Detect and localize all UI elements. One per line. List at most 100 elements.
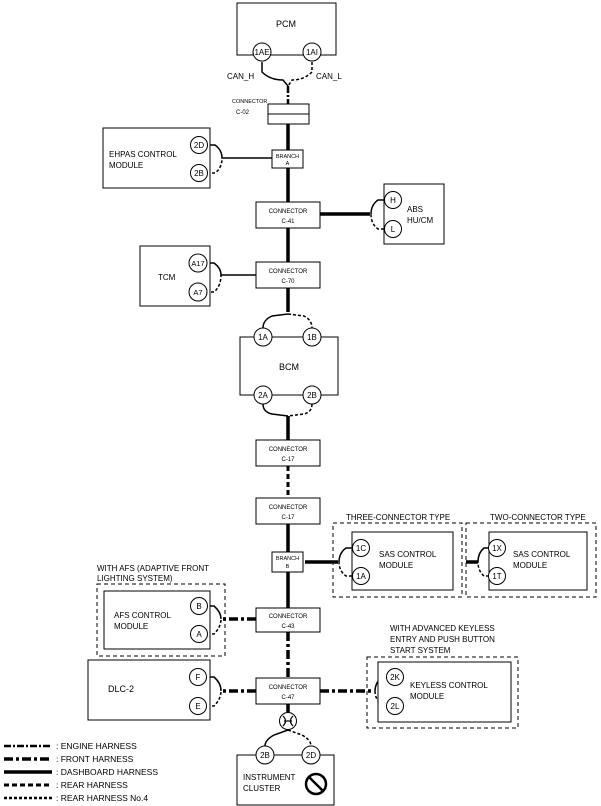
dlc-pin-e: [189, 697, 207, 715]
cluster-line1: INSTRUMENT: [243, 773, 296, 782]
sas2-wire-1x: [477, 547, 489, 563]
dlc-wire-e: [207, 690, 222, 707]
dlc-pin-f: [189, 668, 207, 686]
afs-pin-a: [190, 625, 208, 643]
bcm-pin-1a-label: 1A: [258, 333, 268, 342]
branch-a-line1: BRANCH: [276, 154, 299, 160]
bcm-wire-2a: [262, 403, 289, 417]
abs-wire-h: [370, 199, 384, 215]
keyless-line1: KEYLESS CONTROL: [410, 681, 488, 690]
c70-line2: C-70: [281, 279, 295, 285]
afs-pin-b-label: B: [196, 602, 201, 611]
afs-line2: MODULE: [114, 622, 148, 631]
c43-line2: C-43: [281, 624, 295, 630]
bcm-wire-1b: [287, 313, 313, 329]
c70-line1: CONNECTOR: [269, 269, 308, 275]
sas3-wire-1c: [338, 547, 352, 563]
abs-wire-l: [370, 213, 384, 230]
c43-line1: CONNECTOR: [269, 614, 308, 620]
branch-b: BRANCH B: [271, 551, 304, 573]
afs-caption-2: LIGHTING SYSTEM): [97, 574, 173, 583]
bcm-wire-2b: [287, 403, 313, 417]
dlc-module: DLC-2 F E: [87, 659, 211, 721]
pcm-pin-1ai-label: 1AI: [306, 48, 318, 57]
branch-a: BRANCH A: [271, 149, 304, 169]
c17a-line2: C-17: [281, 457, 295, 463]
dlc-pin-e-label: E: [195, 702, 200, 711]
c02-line1: CONNECTOR: [232, 99, 267, 105]
sas3-line1: SAS CONTROL: [379, 550, 437, 559]
ehpas-module: EHPAS CONTROL MODULE 2D 2B: [102, 127, 211, 189]
dlc-pin-f-label: F: [196, 673, 201, 682]
legend-label-dash: : DASHBOARD HARNESS: [56, 767, 158, 777]
dlc-label: DLC-2: [108, 684, 134, 694]
c17b-line1: CONNECTOR: [269, 505, 308, 511]
legend: : ENGINE HARNESS : FRONT HARNESS : DASHB…: [4, 741, 158, 803]
tcm-label: TCM: [158, 273, 176, 282]
connector-c70: CONNECTOR C-70: [255, 261, 321, 289]
pcm-pin-1ai: [302, 42, 322, 62]
twisted-pair-icon: [279, 712, 297, 730]
pcm-module: PCM 1AE 1AI: [236, 2, 337, 62]
ehpas-wire-2b: [207, 157, 223, 174]
keyless-line2: MODULE: [410, 692, 444, 701]
pcm-label: PCM: [276, 19, 296, 29]
abs-line1: ABS: [407, 205, 423, 214]
legend-label-engine: : ENGINE HARNESS: [56, 741, 137, 751]
c17a-line1: CONNECTOR: [269, 447, 308, 453]
sas3-wire-1a: [338, 561, 352, 577]
sas2-pin-1t-label: 1T: [492, 572, 501, 581]
abs-pin-h-label: H: [390, 196, 396, 205]
sas3-module: SAS CONTROL MODULE 1C 1A: [332, 522, 463, 598]
sas2-wire-1t: [477, 561, 489, 577]
tcm-wire-a7: [206, 274, 222, 293]
tcm-pin-a7: [188, 282, 208, 302]
keyless-pin-2k-label: 2K: [390, 673, 400, 682]
legend-label-front: : FRONT HARNESS: [56, 754, 134, 764]
abs-module: ABS HU/CM H L: [383, 183, 445, 245]
bcm-pin-1b-label: 1B: [307, 333, 317, 342]
connector-c17-upper: CONNECTOR C-17: [255, 439, 321, 467]
sas2-line1: SAS CONTROL: [513, 550, 571, 559]
ehpas-pin-2d-label: 2D: [194, 141, 204, 150]
afs-line1: AFS CONTROL: [114, 611, 171, 620]
sas2-pin-1x: [488, 539, 506, 557]
sas2-pin-1x-label: 1X: [492, 544, 502, 553]
keyless-pin-2l: [386, 697, 404, 715]
bcm-wire-1a: [262, 313, 289, 329]
bcm-module: BCM 1A 1B 2A 2B: [239, 327, 339, 405]
sas2-line2: MODULE: [513, 561, 547, 570]
connector-c17-lower: CONNECTOR C-17: [255, 497, 321, 525]
ehpas-line1: EHPAS CONTROL: [109, 150, 177, 159]
c41-line1: CONNECTOR: [269, 209, 308, 215]
keyless-module: KEYLESS CONTROL MODULE 2K 2L: [366, 656, 519, 729]
cluster-pin-2d-label: 2D: [306, 751, 316, 760]
sas2-pin-1t: [488, 567, 506, 585]
abs-pin-h: [384, 191, 402, 209]
sas3-pin-1a: [352, 567, 370, 585]
sas2-caption: TWO-CONNECTOR TYPE: [490, 513, 586, 522]
branch-b-line1: BRANCH: [276, 556, 299, 562]
instrument-cluster-module: INSTRUMENT CLUSTER 2B 2D: [236, 745, 335, 806]
c17b-line2: C-17: [281, 515, 295, 521]
ehpas-pin-2d: [190, 136, 208, 154]
prohibited-icon: [304, 772, 328, 796]
keyless-caption-2: ENTRY AND PUSH BUTTON: [390, 635, 495, 644]
afs-caption-1: WITH AFS (ADAPTIVE FRONT: [97, 564, 209, 573]
keyless-caption-1: WITH ADVANCED KEYLESS: [390, 624, 495, 633]
c47-line1: CONNECTOR: [269, 685, 308, 691]
can-h-label: CAN_H: [227, 72, 254, 81]
afs-module: AFS CONTROL MODULE B A: [96, 583, 226, 657]
pcm-pin-1ae: [252, 42, 272, 62]
cluster-pin-2b: [255, 745, 275, 765]
bcm-pin-1b: [302, 327, 322, 347]
pcm-pin-1ae-label: 1AE: [254, 48, 269, 57]
keyless-caption-3: START SYSTEM: [390, 646, 451, 655]
connector-c43: CONNECTOR C-43: [255, 607, 321, 633]
cluster-line2: CLUSTER: [243, 784, 281, 793]
pcm-can-h-wire: [261, 62, 289, 87]
cluster-pin-2d: [301, 745, 321, 765]
legend-label-rear: : REAR HARNESS: [56, 780, 128, 790]
sas3-line2: MODULE: [379, 561, 413, 570]
abs-pin-l-label: L: [391, 225, 396, 234]
